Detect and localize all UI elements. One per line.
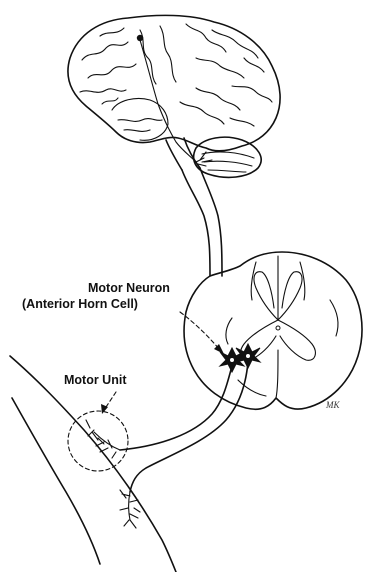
label-motor-unit: Motor Unit — [64, 373, 127, 414]
motor-neuron-pointer — [180, 312, 220, 350]
artist-mark: MK — [325, 400, 340, 410]
motor-unit-circle — [68, 411, 128, 471]
descending-tract — [182, 168, 222, 276]
cerebellum-fold-2 — [204, 161, 252, 166]
gyri — [80, 24, 272, 131]
label-motor-neuron-line1: Motor Neuron — [88, 281, 170, 295]
limb-outline-upper — [10, 356, 176, 572]
label-motor-unit-text: Motor Unit — [64, 373, 127, 387]
central-canal — [276, 326, 280, 330]
spinal-cord-outline — [184, 252, 362, 409]
motor-axons — [120, 362, 248, 492]
anterior-median-fissure — [276, 350, 278, 398]
limb-outline-lower — [12, 398, 100, 564]
label-motor-neuron-line2: (Anterior Horn Cell) — [22, 297, 138, 311]
spinal-cord-cross-section: MK — [184, 252, 362, 410]
motor-axon-lower — [130, 362, 248, 492]
white-matter-lines — [226, 262, 338, 396]
brain-stem — [166, 138, 200, 170]
motor-axon-upper — [120, 366, 232, 450]
muscle-fibres-lower — [120, 490, 140, 528]
limb — [10, 356, 176, 572]
brainstem-branches — [196, 152, 212, 166]
brain — [68, 15, 280, 177]
cerebellum-fold-1 — [202, 152, 254, 158]
cerebellum-fold-3 — [208, 170, 246, 172]
